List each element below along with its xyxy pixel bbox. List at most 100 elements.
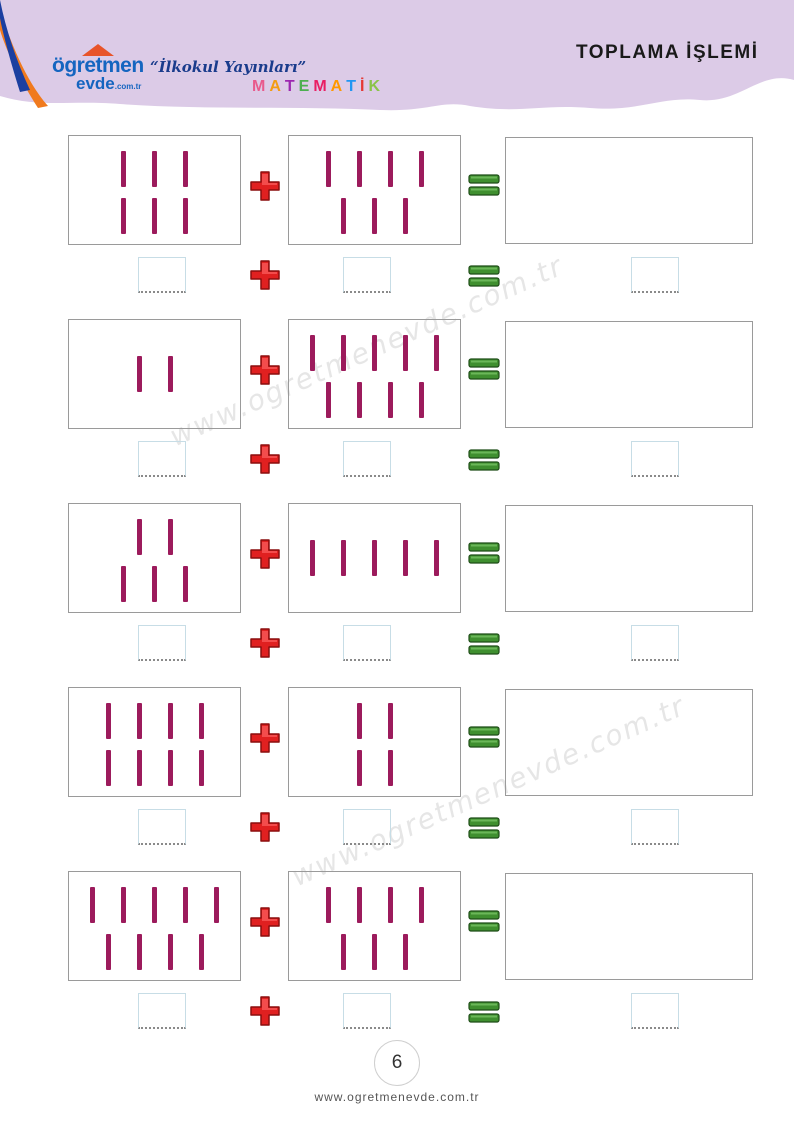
counting-stick [325,382,331,418]
counting-stick [90,887,95,923]
right-answer-field[interactable] [343,441,391,477]
counting-stick [136,703,142,739]
subject-letter: İ [360,78,369,95]
counting-stick [418,382,424,418]
counting-stick [387,151,393,187]
header-band [0,0,794,111]
left-answer-field[interactable] [138,809,186,845]
subject-letter: K [368,78,385,95]
left-addend-box [68,319,241,429]
counting-stick [356,887,362,923]
counting-stick [403,934,408,970]
counting-stick [341,540,346,576]
sum-answer-field[interactable] [631,625,679,661]
counting-stick [310,540,315,576]
counting-stick [152,198,157,234]
equals-icon [468,541,500,565]
right-addend-box [288,135,461,245]
counting-stick [105,703,111,739]
counting-stick [183,151,188,187]
plus-icon [249,538,281,570]
counting-stick [167,356,173,392]
plus-icon [249,811,281,843]
sum-answer-field[interactable] [631,993,679,1029]
left-answer-field[interactable] [138,257,186,293]
left-addend-box [68,503,241,613]
sum-drawing-box[interactable] [505,689,753,796]
right-answer-field[interactable] [343,625,391,661]
counting-stick [167,703,173,739]
counting-stick [325,151,331,187]
counting-stick [356,703,362,739]
counting-stick [387,887,393,923]
page-title: TOPLAMA İŞLEMİ [576,42,759,63]
subject-letter: A [330,78,347,95]
right-answer-field[interactable] [343,257,391,293]
subject-letter: M [313,78,331,95]
publisher-logo: ögretmen evde.com.tr [52,44,144,98]
subject-letter: A [269,78,285,95]
counting-stick [341,934,346,970]
footer-website: www.ogretmenevde.com.tr [314,1090,480,1104]
subject-letter: T [284,78,299,95]
equals-icon [468,909,500,933]
counting-stick [434,540,439,576]
counting-stick [418,887,424,923]
counting-stick [105,750,111,786]
counting-stick [121,566,126,602]
counting-stick [387,750,393,786]
counting-stick [136,750,142,786]
equals-icon [468,632,500,656]
counting-stick [387,703,393,739]
counting-stick [372,934,377,970]
counting-stick [136,934,142,970]
left-answer-field[interactable] [138,625,186,661]
counting-stick [136,356,142,392]
equals-icon [468,357,500,381]
equals-icon [468,264,500,288]
counting-stick [198,703,204,739]
counting-stick [310,335,315,371]
left-answer-field[interactable] [138,441,186,477]
subject-letter: T [346,78,361,95]
counting-stick [403,335,408,371]
sum-drawing-box[interactable] [505,321,753,428]
counting-stick [356,382,362,418]
counting-stick [214,887,219,923]
equals-icon [468,448,500,472]
logo-text-top: ögretmen [52,54,144,77]
sum-drawing-box[interactable] [505,505,753,612]
plus-icon [249,354,281,386]
counting-stick [183,566,188,602]
sum-drawing-box[interactable] [505,873,753,980]
equals-icon [468,1000,500,1024]
publisher-name: “İlkokul Yayınları” [150,58,307,76]
right-answer-field[interactable] [343,993,391,1029]
plus-icon [249,443,281,475]
right-addend-box [288,319,461,429]
logo-text-bottom: evde.com.tr [76,74,142,93]
sum-answer-field[interactable] [631,441,679,477]
subject-label: MATEMATİK [252,78,384,96]
subject-letter: M [252,78,270,95]
counting-stick [372,540,377,576]
counting-stick [136,519,142,555]
counting-stick [372,335,377,371]
counting-stick [183,887,188,923]
counting-stick [198,750,204,786]
counting-stick [325,887,331,923]
sum-drawing-box[interactable] [505,137,753,244]
counting-stick [105,934,111,970]
right-answer-field[interactable] [343,809,391,845]
counting-stick [372,198,377,234]
left-answer-field[interactable] [138,993,186,1029]
sum-answer-field[interactable] [631,257,679,293]
counting-stick [167,934,173,970]
counting-stick [167,750,173,786]
left-addend-box [68,687,241,797]
sum-answer-field[interactable] [631,809,679,845]
counting-stick [198,934,204,970]
counting-stick [403,540,408,576]
counting-stick [387,382,393,418]
equals-icon [468,816,500,840]
